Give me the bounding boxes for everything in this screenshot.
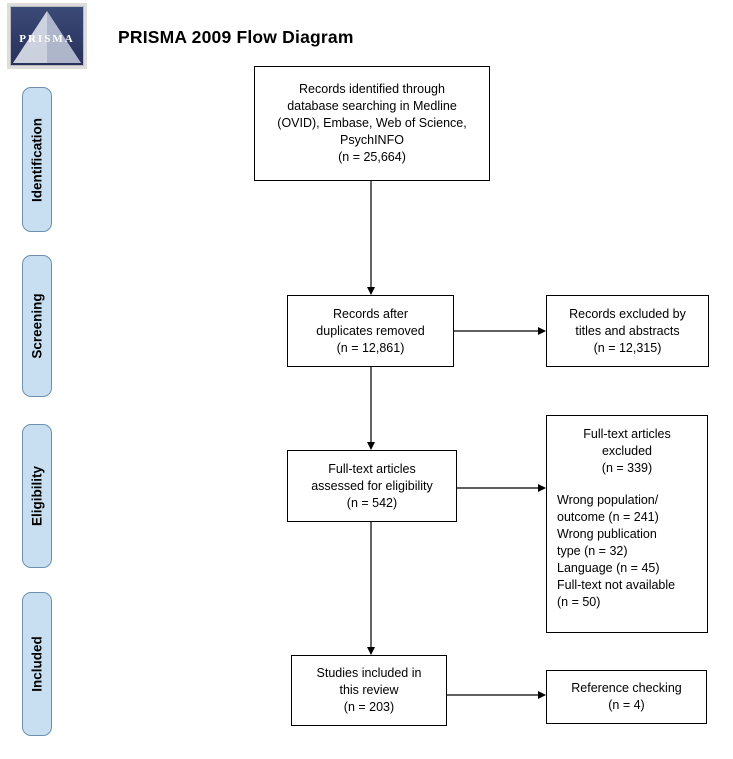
box-text: database searching in Medline — [287, 99, 457, 113]
exclusion-reason: Wrong population/ — [557, 493, 659, 507]
box-text: Studies included in — [316, 666, 422, 680]
box-text: (n = 25,664) — [338, 150, 406, 164]
box-text: duplicates removed — [316, 323, 425, 338]
box-text: (n = 339) — [601, 461, 653, 475]
box-fulltext-excluded: Full-text articles excluded (n = 339) Wr… — [546, 415, 708, 633]
exclusion-reason: type (n = 32) — [557, 544, 628, 558]
box-text: PsychINFO — [340, 133, 404, 147]
box-text: (n = 542) — [346, 495, 398, 510]
box-text: assessed for eligibility — [311, 478, 433, 493]
stage-eligibility: Eligibility — [22, 424, 52, 568]
box-fulltext-assessed: Full-text articles assessed for eligibil… — [287, 450, 457, 522]
box-text: (n = 4) — [608, 698, 645, 712]
stage-screening: Screening — [22, 255, 52, 397]
box-text: Full-text articles — [583, 427, 671, 441]
exclusion-reason: Language (n = 45) — [557, 561, 660, 575]
box-text: Records identified through — [299, 82, 445, 96]
box-excluded-titles: Records excluded by titles and abstracts… — [546, 295, 709, 367]
box-text: Records after — [332, 306, 409, 321]
box-text: (n = 12,861) — [336, 340, 405, 355]
exclusion-reason: outcome (n = 241) — [557, 510, 659, 524]
stage-included: Included — [22, 592, 52, 736]
box-text: (n = 12,315) — [593, 340, 662, 355]
page-title: PRISMA 2009 Flow Diagram — [118, 27, 354, 47]
box-text: titles and abstracts — [575, 323, 680, 338]
exclusion-reason: Wrong publication — [557, 527, 657, 541]
box-records-identified: Records identified through database sear… — [254, 66, 490, 181]
box-text: this review — [339, 683, 399, 697]
box-text: Records excluded by — [569, 306, 686, 321]
box-text: Reference checking — [571, 681, 682, 695]
exclusion-reason: (n = 50) — [557, 595, 601, 609]
exclusion-reason: Full-text not available — [557, 578, 676, 592]
box-text: (OVID), Embase, Web of Science, — [277, 116, 467, 130]
box-reference-checking: Reference checking (n = 4) — [546, 670, 707, 724]
stage-identification: Identification — [22, 87, 52, 232]
prisma-logo: PRISMA — [10, 6, 84, 66]
box-studies-included: Studies included in this review (n = 203… — [291, 655, 447, 726]
box-text: excluded — [601, 444, 653, 458]
pyramid-icon — [13, 11, 81, 63]
box-text: Full-text articles — [328, 461, 416, 476]
logo-text: PRISMA — [19, 33, 75, 45]
box-after-duplicates: Records after duplicates removed (n = 12… — [287, 295, 454, 367]
box-text: (n = 203) — [343, 700, 395, 714]
